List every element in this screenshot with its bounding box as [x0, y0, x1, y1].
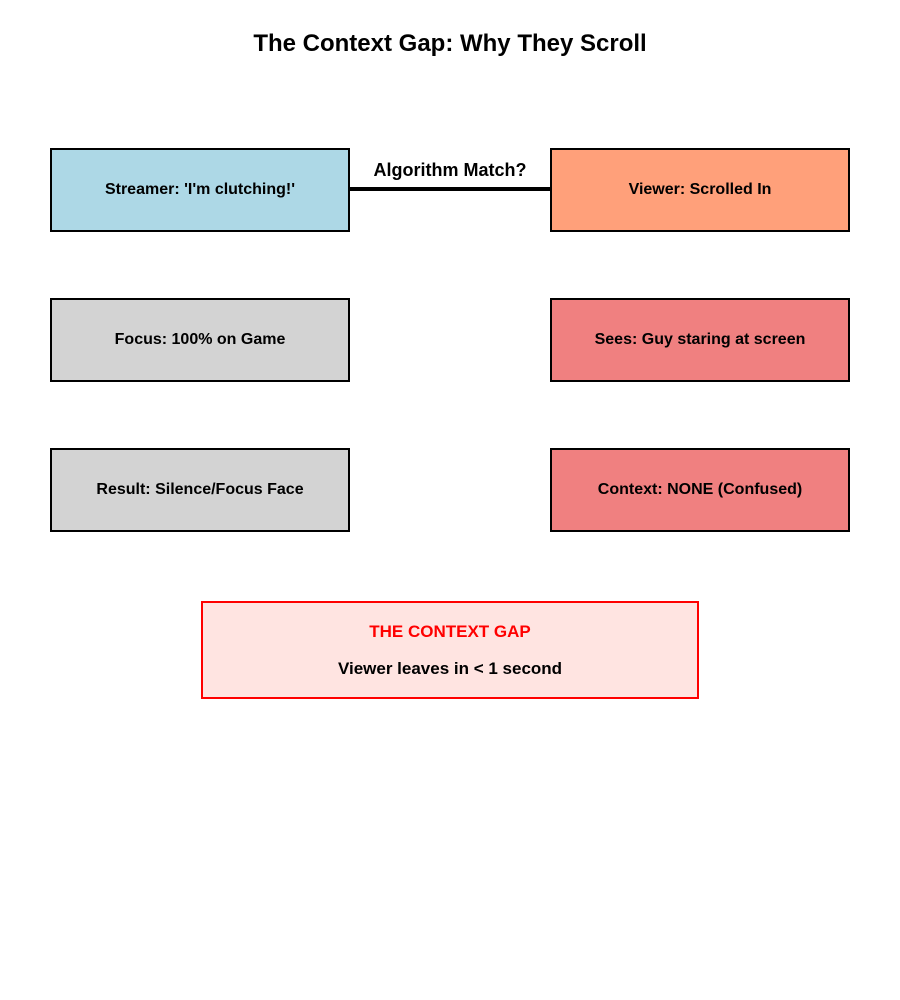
- node-context-none: Context: NONE (Confused): [550, 448, 850, 532]
- node-result-silence: Result: Silence/Focus Face: [50, 448, 350, 532]
- node-viewer-scrolled-in: Viewer: Scrolled In: [550, 148, 850, 232]
- connector-line: [350, 187, 550, 191]
- context-gap-subtext: Viewer leaves in < 1 second: [337, 659, 563, 678]
- diagram-title: The Context Gap: Why They Scroll: [253, 30, 647, 57]
- connector-label: Algorithm Match?: [373, 160, 527, 180]
- node-context-none-label: Context: NONE (Confused): [597, 481, 803, 498]
- node-viewer-scrolled-in-label: Viewer: Scrolled In: [628, 181, 772, 198]
- node-sees-guy-staring-label: Sees: Guy staring at screen: [594, 331, 806, 348]
- node-focus-on-game: Focus: 100% on Game: [50, 298, 350, 382]
- context-gap-box: THE CONTEXT GAP Viewer leaves in < 1 sec…: [201, 601, 699, 699]
- context-gap-heading: THE CONTEXT GAP: [369, 622, 531, 641]
- node-focus-on-game-label: Focus: 100% on Game: [114, 331, 286, 348]
- node-streamer-clutching: Streamer: 'I'm clutching!': [50, 148, 350, 232]
- node-streamer-clutching-label: Streamer: 'I'm clutching!': [104, 181, 296, 198]
- node-sees-guy-staring: Sees: Guy staring at screen: [550, 298, 850, 382]
- node-result-silence-label: Result: Silence/Focus Face: [96, 481, 304, 498]
